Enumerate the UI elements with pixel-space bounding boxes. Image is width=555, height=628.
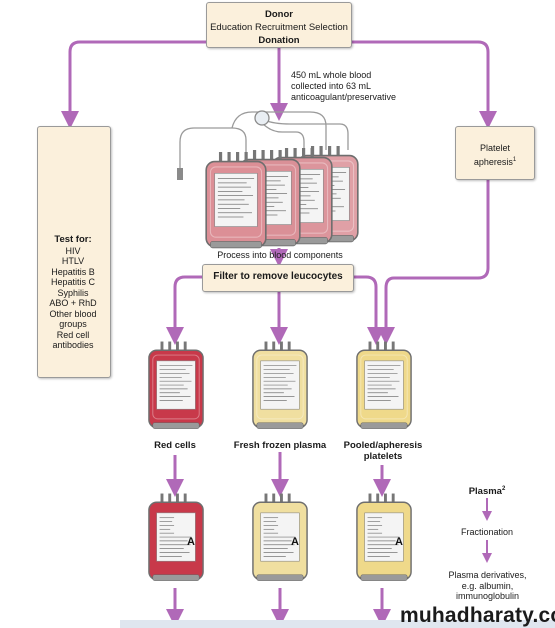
platelet-apheresis-box: Platelet apheresis1 xyxy=(455,126,535,180)
test-item: HTLV xyxy=(61,256,85,266)
plasma-derivatives: Plasma derivatives, e.g. albumin, immuno… xyxy=(440,570,535,602)
donation-label: Donation xyxy=(258,35,300,46)
collection-note-line-2: collected into 63 mL xyxy=(291,81,372,91)
apheresis-footnote: 1 xyxy=(512,157,517,163)
test-item: Red cell xyxy=(56,329,90,340)
fresh-frozen-plasma-bag xyxy=(252,340,308,430)
test-item: HIV xyxy=(65,245,81,256)
tests-list: Test for: HIV HTLV Hepatitis B Hepatitis… xyxy=(38,234,108,351)
collection-note-line-3: anticoagulant/preservative xyxy=(291,92,397,102)
collection-note: 450 mL whole blood collected into 63 mL … xyxy=(291,70,431,103)
plasma-derivatives-line-2: e.g. albumin, xyxy=(461,580,514,591)
red-cells-label: Red cells xyxy=(154,440,196,451)
red-cells-bag-letter: A xyxy=(187,536,195,548)
test-item: ABO + RhD xyxy=(49,298,97,308)
tests-header: Test for: xyxy=(54,234,92,245)
platelets-bag xyxy=(356,340,412,430)
flow-arrows xyxy=(61,40,497,627)
donor-subtitle: Education Recruitment Selection xyxy=(210,22,348,33)
platelets-label: Pooled/apheresis platelets xyxy=(338,440,428,462)
process-label: Process into blood components xyxy=(217,250,343,260)
component-bags xyxy=(148,340,412,430)
platelets-label-line-2: platelets xyxy=(363,451,403,462)
apheresis-line-2: apheresis1 xyxy=(473,157,517,167)
plasma-derivatives-line-3: immunoglobulin xyxy=(455,591,520,601)
platelets-label-line-1: Pooled/apheresis xyxy=(343,440,423,451)
site-watermark: muhadharaty.com xyxy=(400,604,555,627)
test-item: antibodies xyxy=(52,340,94,350)
bottom-band xyxy=(120,620,555,628)
collection-tubing xyxy=(177,110,349,180)
fresh-frozen-plasma-label: Fresh frozen plasma xyxy=(233,440,327,451)
test-item: Hepatitis C xyxy=(50,277,95,287)
tests-box xyxy=(37,126,111,378)
whole-blood-bags xyxy=(205,146,359,249)
collection-note-line-1: 450 mL whole blood xyxy=(291,70,372,80)
plasma-footnote: 2 xyxy=(501,486,506,492)
test-item: Syphilis xyxy=(57,287,89,298)
labelled-bags: A A A xyxy=(148,492,412,582)
plasma-title: Plasma2 xyxy=(468,486,506,498)
donor-box: Donor Education Recruitment Selection Do… xyxy=(206,2,352,48)
fractionation-label: Fractionation xyxy=(460,527,514,537)
whole-blood-bag-1 xyxy=(205,152,267,249)
filter-box: Filter to remove leucocytes xyxy=(202,264,354,292)
test-item: Hepatitis B xyxy=(51,266,95,277)
test-item: groups xyxy=(59,319,87,329)
plasma-derivatives-line-1: Plasma derivatives, xyxy=(448,570,527,580)
test-item: Other blood xyxy=(49,308,97,319)
apheresis-line-1: Platelet xyxy=(479,143,511,153)
filter-label: Filter to remove leucocytes xyxy=(213,271,343,282)
donor-title: Donor xyxy=(265,9,293,20)
platelets-bag-letter: A xyxy=(395,536,403,548)
red-cells-bag xyxy=(148,340,204,430)
plasma-bag-letter: A xyxy=(291,536,299,548)
